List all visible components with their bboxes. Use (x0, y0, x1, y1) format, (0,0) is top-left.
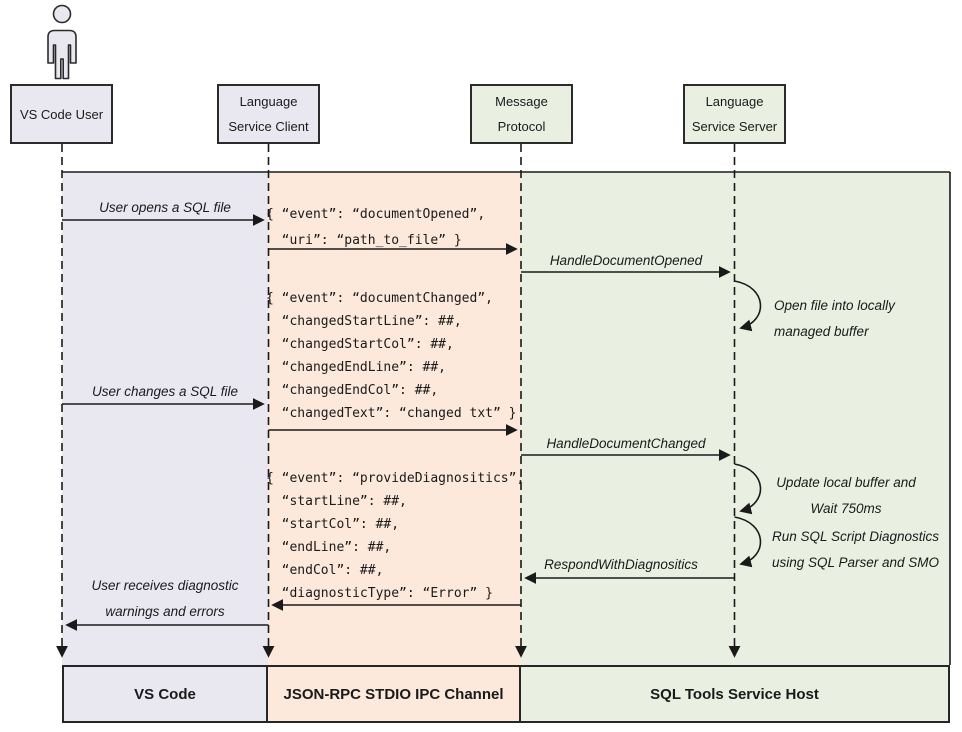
participant-label: Message (495, 94, 548, 109)
participant-language-service-client: Language Service Client (217, 84, 320, 144)
label-user-changes-sql-file: User changes a SQL file (91, 384, 239, 399)
participant-label: Language (239, 94, 298, 109)
label-line: User receives diagnostic (91, 578, 239, 593)
label-line: Update local buffer and (776, 475, 916, 490)
label-line: Wait 750ms (810, 501, 882, 516)
label-run-sql-diagnostics: Run SQL Script Diagnostics using SQL Par… (768, 524, 943, 576)
participant-vscode-user: VS Code User (10, 84, 113, 144)
label-line: using SQL Parser and SMO (771, 555, 940, 570)
label-user-receives-diagnostics: User receives diagnostic warnings and er… (62, 573, 268, 625)
label-handle-document-opened: HandleDocumentOpened (549, 253, 703, 268)
participant-label: Service Server (691, 119, 778, 134)
footer-box-jsonrpc-channel: JSON-RPC STDIO IPC Channel (266, 665, 521, 723)
vscode-column-band (62, 172, 268, 665)
participant-label: Service Client (228, 119, 309, 134)
footer-label: VS Code (134, 685, 196, 703)
participant-message-protocol: Message Protocol (470, 84, 573, 144)
payload-provide-diagnostics: { “event”: “provideDiagnositics”, “start… (266, 471, 525, 601)
payload-document-changed: { “event”: “documentChanged”, “changedSt… (266, 291, 517, 421)
footer-box-sql-tools-service-host: SQL Tools Service Host (519, 665, 950, 723)
label-line: Run SQL Script Diagnostics (771, 529, 940, 544)
sqltools-column-band (521, 172, 950, 665)
label-user-opens-sql-file: User opens a SQL file (99, 200, 231, 215)
participant-label: Language (705, 94, 764, 109)
label-update-buffer-wait: Update local buffer and Wait 750ms (771, 470, 921, 522)
label-open-file-into-buffer: Open file into locally managed buffer (774, 293, 895, 345)
label-handle-document-changed: HandleDocumentChanged (546, 436, 706, 451)
participant-language-service-server: Language Service Server (683, 84, 786, 144)
payload-document-opened: { “event”: “documentOpened”, “uri”: “pat… (266, 207, 486, 248)
participant-label: VS Code User (19, 106, 104, 122)
user-actor-icon (47, 4, 77, 80)
label-line: warnings and errors (105, 604, 225, 619)
jsonrpc-column-band (268, 172, 521, 665)
label-respond-with-diagnostics: RespondWithDiagnositics (544, 557, 698, 572)
label-line: Open file into locally (774, 298, 895, 313)
participant-label: Protocol (497, 119, 546, 134)
footer-label: SQL Tools Service Host (650, 685, 819, 703)
label-line: managed buffer (774, 324, 869, 339)
footer-box-vscode: VS Code (62, 665, 268, 723)
footer-label: JSON-RPC STDIO IPC Channel (283, 685, 504, 703)
